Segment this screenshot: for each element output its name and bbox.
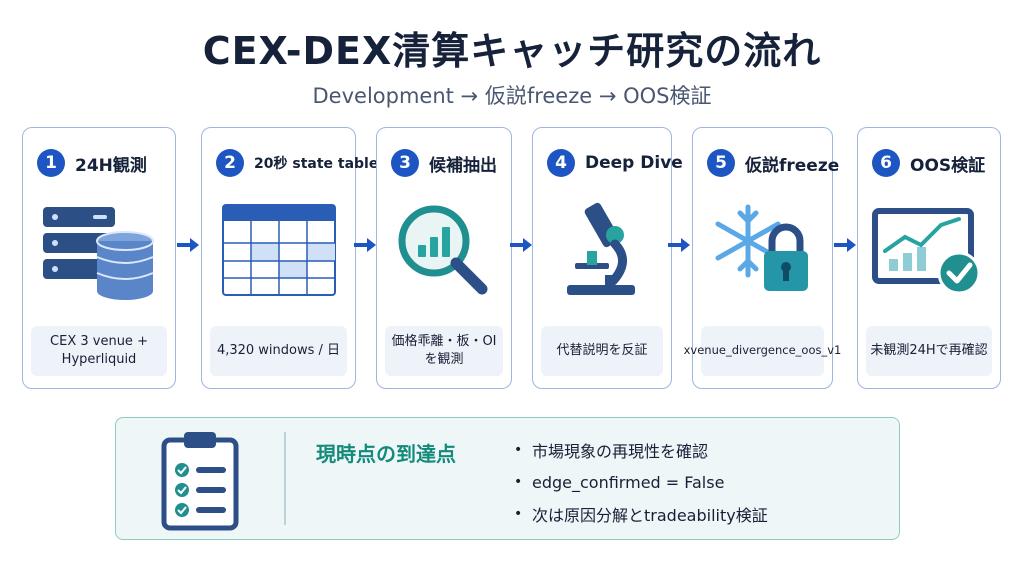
- step-card-5: 5 仮説freeze xvenue_divergence_oos_v1: [684, 127, 841, 389]
- step-note: 4,320 windows / 日: [210, 326, 347, 376]
- step-label: Deep Dive: [585, 153, 683, 173]
- list-item: •次は原因分解とtradeability検証: [514, 498, 768, 530]
- step-note: 未観測24Hで再確認: [866, 326, 992, 376]
- step-number-badge: 2: [216, 149, 244, 177]
- list-item: •市場現象の再現性を確認: [514, 434, 768, 466]
- step-header: 4 Deep Dive: [547, 148, 683, 178]
- step-label: 仮説freeze: [745, 155, 840, 176]
- step-label: OOS検証: [910, 155, 986, 176]
- step-label: 候補抽出: [429, 155, 497, 176]
- step-header: 3 候補抽出: [391, 148, 505, 178]
- summary-list: •市場現象の再現性を確認 •edge_confirmed = False •次は…: [514, 434, 768, 530]
- step-label: 24H観測: [75, 155, 147, 176]
- step-header: 2 20秒 state table: [216, 148, 378, 178]
- step-label: 20秒 state table: [254, 156, 379, 172]
- step-card-2: 2 20秒 state table 4,320 windows / 日: [201, 127, 378, 389]
- list-item-text: 次は原因分解とtradeability検証: [532, 506, 768, 525]
- arrow-right-icon: [668, 238, 690, 252]
- page-subtitle: Development → 仮説freeze → OOS検証: [312, 84, 712, 108]
- clipboard-checklist-icon: [160, 428, 240, 532]
- snowflake-lock-icon: [693, 192, 832, 310]
- step-header: 6 OOS検証: [872, 148, 994, 178]
- step-card-1: 1 24H観測 CEX 3 venue + Hyperliquid: [22, 127, 176, 389]
- step-number-badge: 6: [872, 149, 900, 177]
- step-header: 1 24H観測: [37, 148, 169, 178]
- summary-title: 現時点の到達点: [316, 442, 456, 466]
- step-note: CEX 3 venue + Hyperliquid: [31, 326, 167, 376]
- step-number-badge: 3: [391, 149, 419, 177]
- page-title: CEX-DEX清算キャッチ研究の流れ: [202, 29, 822, 73]
- step-header: 5 仮説freeze: [707, 148, 839, 178]
- step-card-6: 6 OOS検証 未観測24Hで再確認: [857, 127, 1001, 389]
- microscope-icon: [533, 192, 671, 310]
- step-card-4: 4 Deep Dive 代替説明を反証: [532, 127, 683, 389]
- summary-divider: [284, 432, 286, 525]
- step-card-3: 3 候補抽出 価格乖離・板・OIを観測: [376, 127, 512, 389]
- server-database-icon: [23, 192, 175, 310]
- step-note: 代替説明を反証: [541, 326, 663, 376]
- arrow-right-icon: [834, 238, 856, 252]
- step-number-badge: 1: [37, 149, 65, 177]
- arrow-right-icon: [354, 238, 376, 252]
- list-item-text: 市場現象の再現性を確認: [532, 442, 709, 461]
- step-number-badge: 4: [547, 149, 575, 177]
- magnifier-chart-icon: [377, 192, 511, 310]
- step-number-badge: 5: [707, 149, 735, 177]
- step-note: 価格乖離・板・OIを観測: [385, 326, 503, 376]
- list-item: •edge_confirmed = False: [514, 472, 725, 492]
- monitor-chart-check-icon: [858, 192, 1000, 310]
- table-grid-icon: [202, 192, 355, 310]
- arrow-right-icon: [177, 238, 199, 252]
- arrow-right-icon: [510, 238, 532, 252]
- summary-panel: 現時点の到達点 •市場現象の再現性を確認 •edge_confirmed = F…: [115, 417, 900, 540]
- step-note: xvenue_divergence_oos_v1: [684, 326, 841, 376]
- list-item-text: edge_confirmed = False: [532, 472, 725, 492]
